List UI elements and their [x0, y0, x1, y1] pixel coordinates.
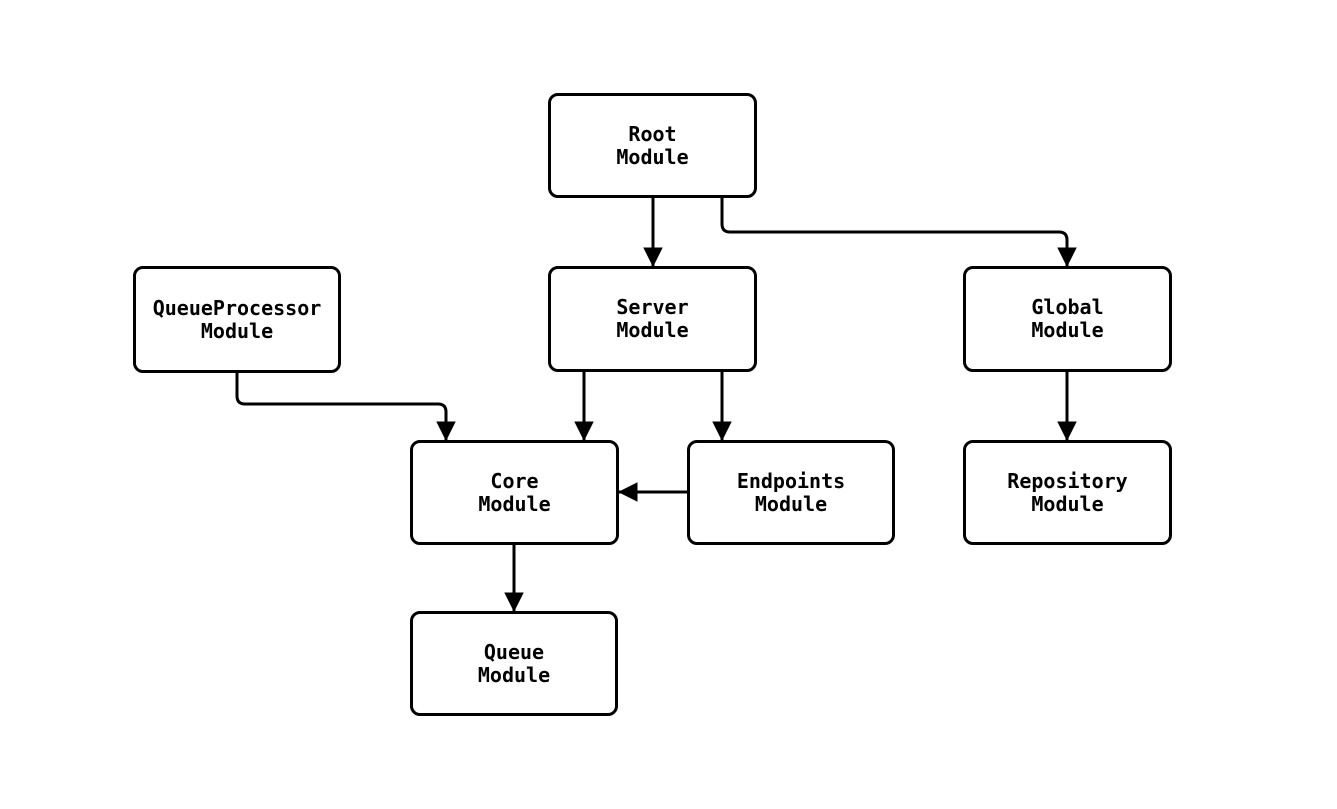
node-global-module: Global Module	[963, 266, 1172, 372]
node-label-server-module: Server Module	[616, 295, 689, 342]
node-repository-module: Repository Module	[963, 440, 1172, 545]
node-label-queue-module: Queue Module	[477, 639, 551, 687]
node-queue-module: Queue Module	[410, 611, 618, 716]
node-root-module: Root Module	[548, 93, 757, 198]
edge-queueprocessor-module-to-core-module	[235, 373, 456, 441]
node-server-module: Server Module	[548, 266, 757, 372]
node-label-queueprocessor-module: QueueProcessor Module	[152, 295, 322, 343]
node-label-global-module: Global Module	[1031, 295, 1104, 342]
node-label-root-module: Root Module	[616, 121, 689, 169]
node-queueprocessor-module: QueueProcessor Module	[133, 266, 341, 373]
node-core-module: Core Module	[410, 440, 619, 545]
edge-root-module-to-global-module	[720, 198, 1077, 267]
node-label-core-module: Core Module	[478, 468, 551, 516]
node-label-repository-module: Repository Module	[1007, 468, 1128, 516]
node-endpoints-module: Endpoints Module	[687, 440, 895, 545]
node-label-endpoints-module: Endpoints Module	[736, 468, 846, 516]
